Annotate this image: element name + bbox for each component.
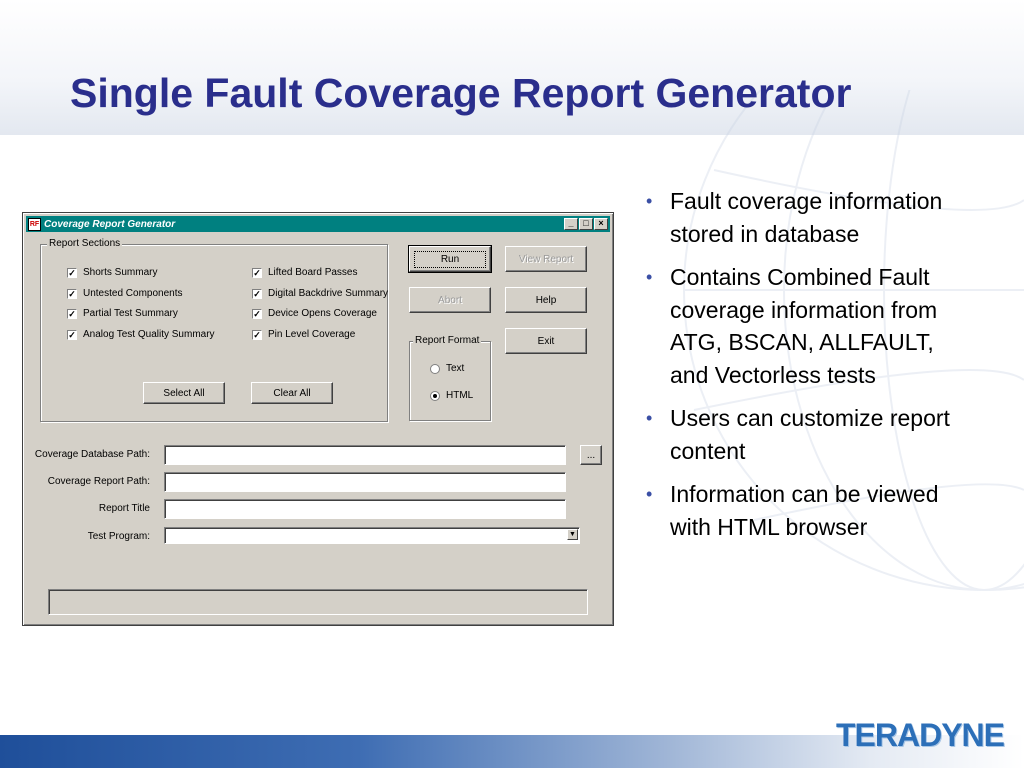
checkbox-lifted-board-passes[interactable]: ✓ Lifted Board Passes (252, 267, 358, 278)
checkbox-analog-test-quality-summary[interactable]: ✓ Analog Test Quality Summary (67, 329, 215, 340)
help-button[interactable]: Help (505, 287, 587, 313)
test-program-label: Test Program: (87, 531, 150, 542)
window-titlebar[interactable]: RF Coverage Report Generator _ □ × (26, 216, 610, 232)
checkbox-box[interactable]: ✓ (252, 288, 262, 299)
footer-band (0, 735, 1024, 768)
report-sections-legend: Report Sections (47, 238, 123, 249)
checkbox-label: Partial Test Summary (83, 308, 178, 319)
bullet-list: Fault coverage information stored in dat… (646, 185, 966, 554)
report-sections-group: Report Sections (40, 238, 388, 422)
coverage-database-path-label: Coverage Database Path: (34, 449, 150, 460)
run-button-label: Run (413, 250, 487, 268)
view-report-button[interactable]: View Report (505, 246, 587, 272)
window-title: Coverage Report Generator (44, 218, 176, 230)
radio-label: Text (446, 363, 465, 374)
browse-button[interactable]: ... (580, 445, 602, 465)
checkbox-label: Lifted Board Passes (268, 267, 358, 278)
radio-text[interactable]: Text (430, 363, 464, 374)
radio-dot[interactable] (430, 390, 440, 401)
coverage-report-generator-window: RF Coverage Report Generator _ □ × Repor… (22, 212, 614, 626)
checkbox-box[interactable]: ✓ (67, 329, 77, 340)
checkbox-shorts-summary[interactable]: ✓ Shorts Summary (67, 267, 157, 278)
checkbox-label: Pin Level Coverage (268, 329, 356, 340)
checkbox-label: Digital Backdrive Summary (268, 288, 389, 299)
checkbox-box[interactable]: ✓ (252, 267, 262, 278)
coverage-report-path-input[interactable] (164, 472, 566, 492)
report-format-legend: Report Format (413, 335, 482, 346)
radio-dot[interactable] (430, 363, 440, 374)
test-program-select[interactable]: ▼ (164, 527, 580, 544)
checkbox-label: Shorts Summary (83, 267, 158, 278)
bullet-item: Fault coverage information stored in dat… (646, 185, 966, 250)
checkbox-device-opens-coverage[interactable]: ✓ Device Opens Coverage (252, 308, 377, 319)
report-format-group: Report Format (409, 335, 491, 421)
report-title-label: Report Title (98, 503, 150, 514)
status-bar (48, 589, 588, 615)
report-title-input[interactable] (164, 499, 566, 519)
slide-title: Single Fault Coverage Report Generator (70, 70, 852, 116)
checkbox-box[interactable]: ✓ (67, 267, 77, 278)
checkbox-box[interactable]: ✓ (67, 308, 77, 319)
checkbox-label: Untested Components (83, 288, 183, 299)
minimize-button[interactable]: _ (564, 218, 578, 230)
checkbox-pin-level-coverage[interactable]: ✓ Pin Level Coverage (252, 329, 355, 340)
bullet-item: Information can be viewed with HTML brow… (646, 478, 966, 543)
radio-label: HTML (446, 390, 474, 401)
app-icon: RF (28, 217, 41, 231)
checkbox-label: Device Opens Coverage (268, 308, 377, 319)
checkbox-untested-components[interactable]: ✓ Untested Components (67, 288, 183, 299)
abort-button[interactable]: Abort (409, 287, 491, 313)
bullet-item: Users can customize report content (646, 402, 966, 467)
checkbox-box[interactable]: ✓ (67, 288, 77, 299)
run-button[interactable]: Run (408, 245, 492, 273)
checkbox-partial-test-summary[interactable]: ✓ Partial Test Summary (67, 308, 178, 319)
chevron-down-icon[interactable]: ▼ (567, 529, 578, 540)
exit-button[interactable]: Exit (505, 328, 587, 354)
checkbox-digital-backdrive-summary[interactable]: ✓ Digital Backdrive Summary (252, 288, 388, 299)
select-all-button[interactable]: Select All (143, 382, 225, 404)
clear-all-button[interactable]: Clear All (251, 382, 333, 404)
checkbox-label: Analog Test Quality Summary (83, 329, 215, 340)
radio-html[interactable]: HTML (430, 390, 473, 401)
bullet-item: Contains Combined Fault coverage informa… (646, 261, 966, 391)
coverage-report-path-label: Coverage Report Path: (47, 476, 150, 487)
slide-header-band (0, 0, 1024, 135)
maximize-button[interactable]: □ (579, 218, 593, 230)
coverage-database-path-input[interactable] (164, 445, 566, 465)
close-button[interactable]: × (594, 218, 608, 230)
checkbox-box[interactable]: ✓ (252, 329, 262, 340)
checkbox-box[interactable]: ✓ (252, 308, 262, 319)
teradyne-logo: TERADYNE (835, 717, 1005, 753)
